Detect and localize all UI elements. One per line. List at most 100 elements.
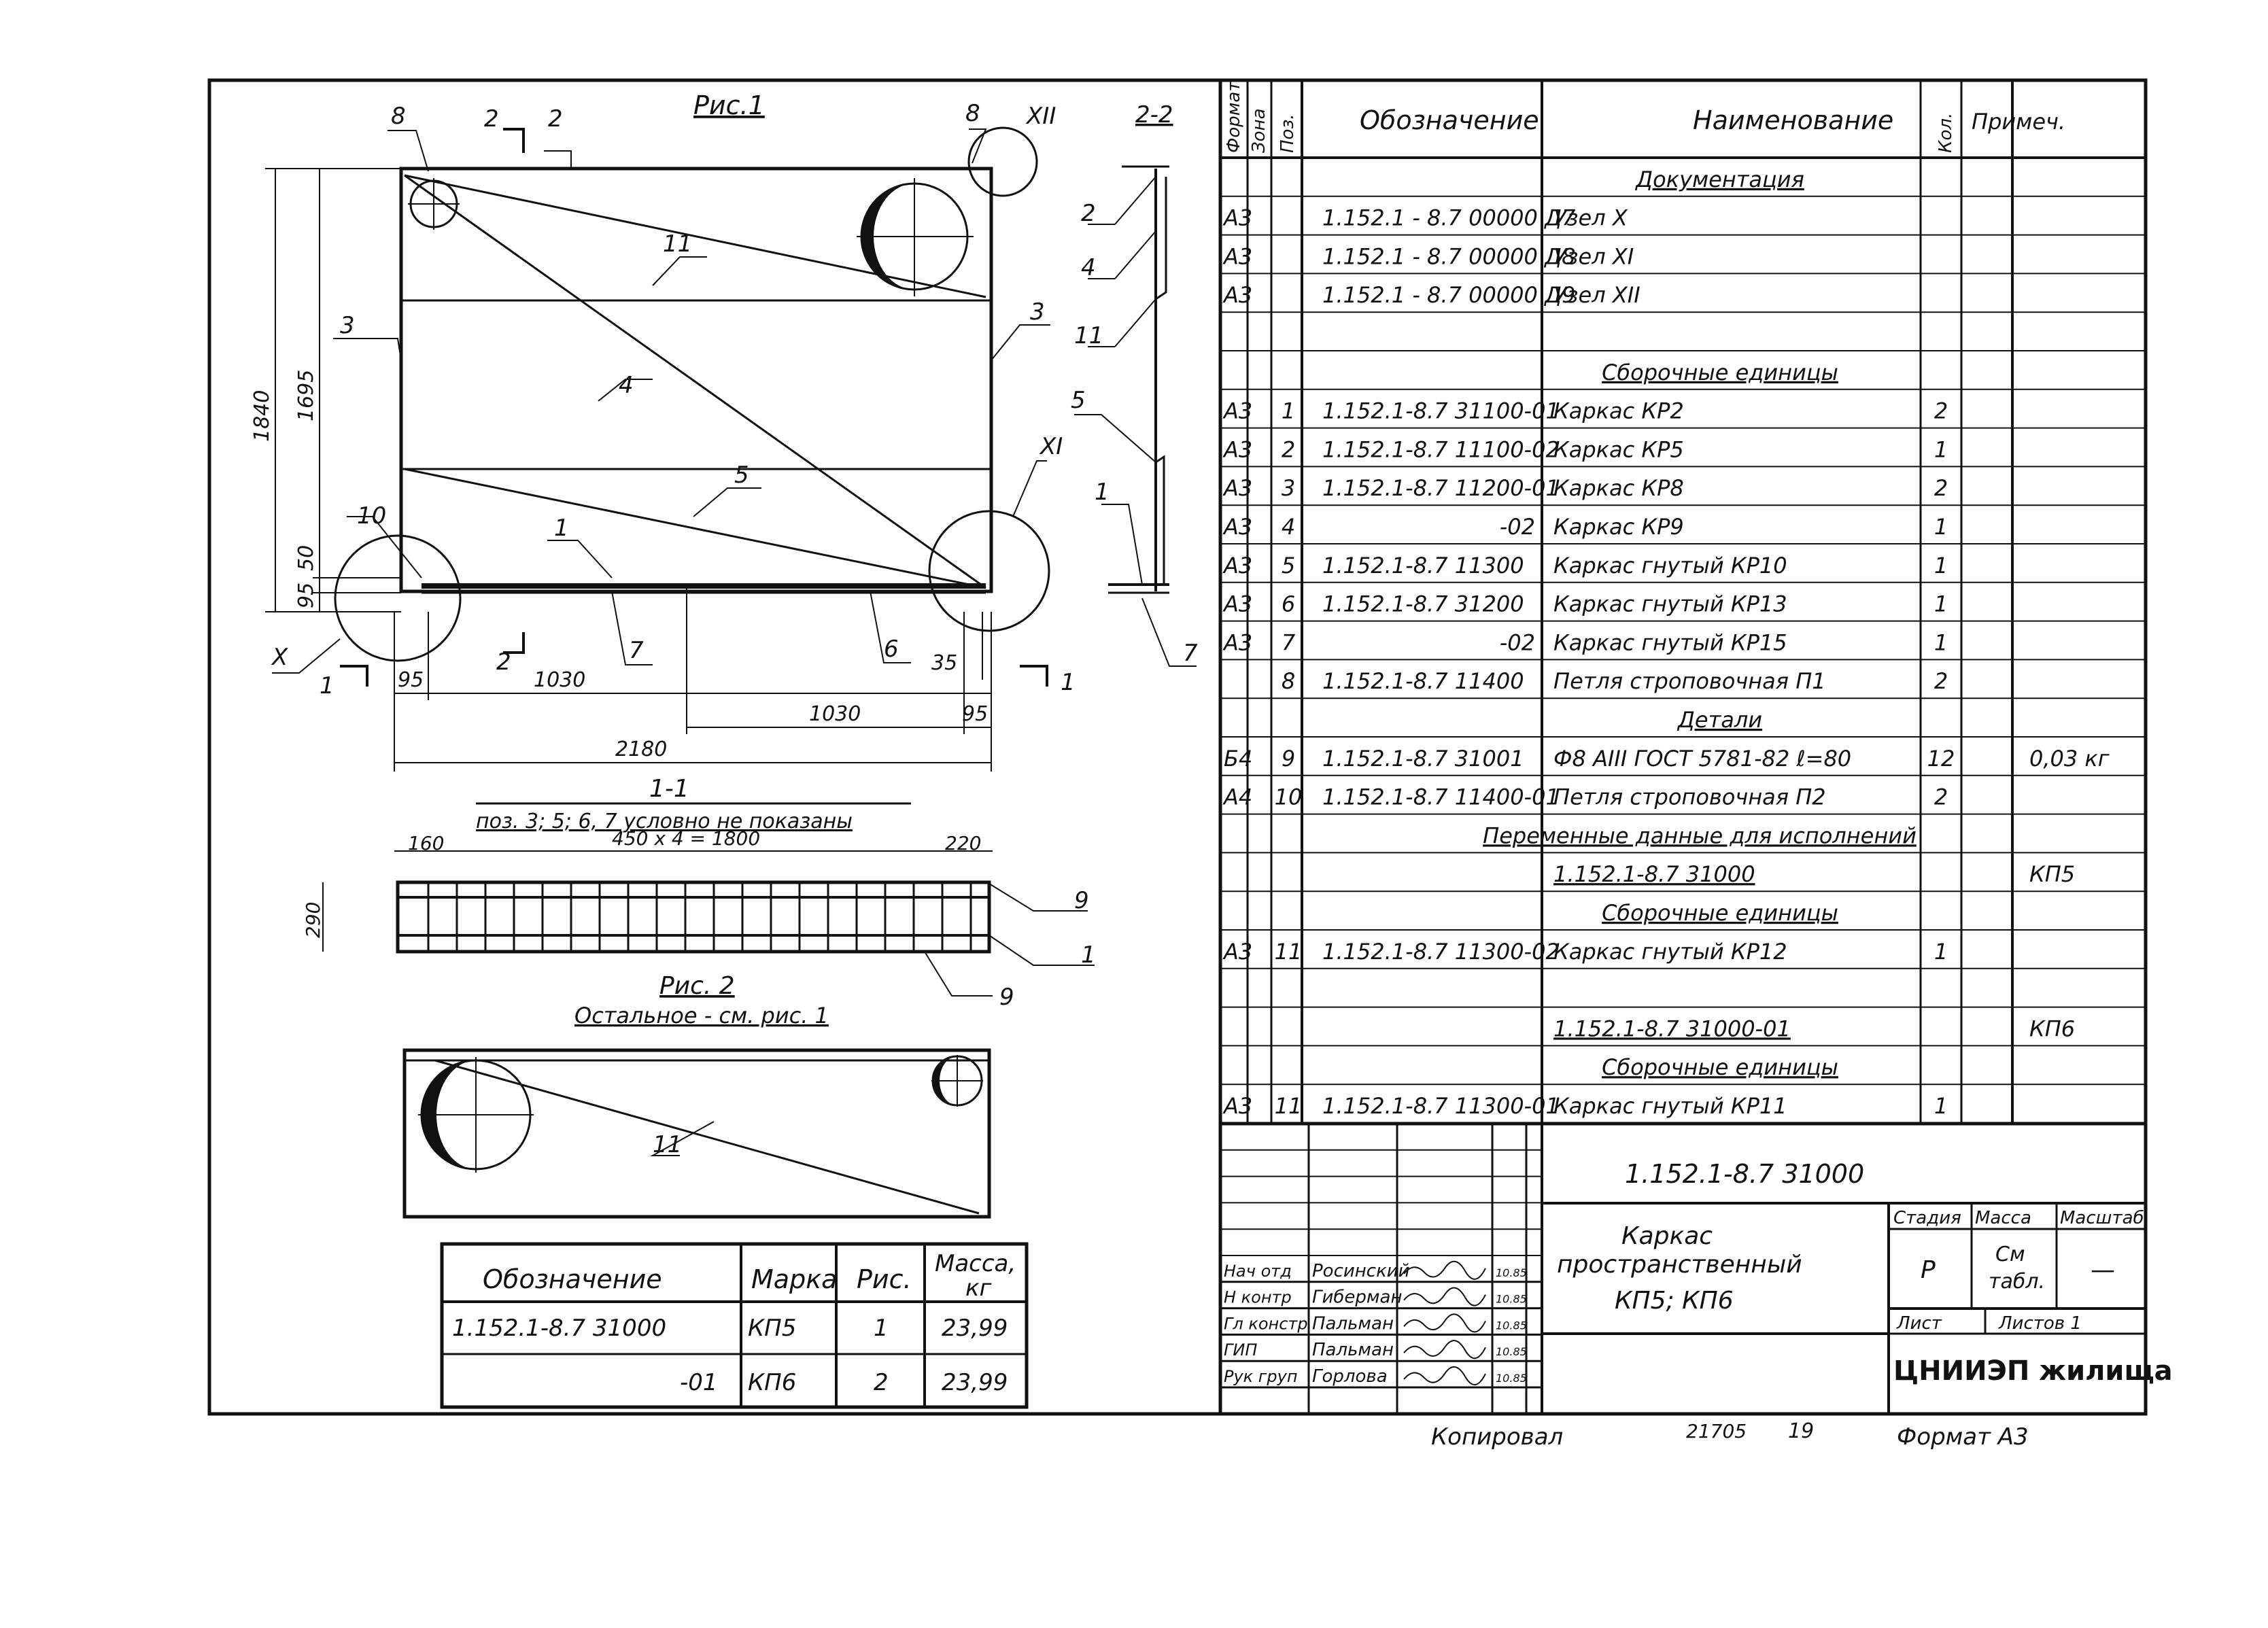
node-xii-circle	[967, 126, 1038, 197]
spec-format: А3	[1222, 205, 1252, 231]
spec-qty: 1	[1934, 1093, 1948, 1119]
spec-name: Каркас гнутый КР13	[1553, 591, 1787, 617]
spec-name: Каркас гнутый КР15	[1553, 629, 1787, 655]
copied-label: Копировал	[1431, 1423, 1563, 1451]
spec-name: Каркас гнутый КР10	[1553, 553, 1787, 578]
loop-large-shade	[861, 184, 914, 290]
spec-pos: 3	[1282, 475, 1295, 501]
tb-label: Лист	[1896, 1313, 1942, 1334]
pos-label: 11	[653, 1131, 682, 1158]
tb-label: Стадия	[1893, 1208, 1961, 1228]
pos-label: 2	[548, 105, 563, 133]
spec-section-heading: Сборочные единицы	[1602, 1054, 1838, 1080]
table-cell: 1	[874, 1315, 889, 1342]
pos-label: 2	[484, 105, 499, 133]
spec-format: А3	[1222, 591, 1252, 617]
spec-format: А3	[1222, 282, 1252, 308]
spec-designation: 1.152.1-8.7 11100-02	[1322, 436, 1560, 462]
spec-variant: 1.152.1-8.7 31000	[1553, 861, 1755, 887]
signer-date: 10.85	[1496, 1293, 1527, 1306]
spec-pos: 7	[1282, 629, 1296, 655]
spec-pos: 4	[1282, 514, 1295, 540]
spec-designation: 1.152.1-8.7 31200	[1322, 591, 1524, 617]
spec-qty: 1	[1934, 553, 1948, 578]
spec-format: А3	[1222, 398, 1252, 424]
spec-name: Каркас КР8	[1553, 475, 1684, 501]
spec-name: Узел XII	[1553, 282, 1640, 308]
spec-pos: 8	[1282, 668, 1295, 694]
cage-diagonal	[404, 174, 986, 298]
spec-pos: 5	[1282, 553, 1295, 578]
pos-label: 1	[1095, 479, 1110, 506]
footer-num: 21705	[1686, 1420, 1747, 1442]
spec-name: Каркас гнутый КР11	[1553, 1093, 1787, 1119]
spec-pos: 1	[1282, 398, 1295, 424]
table-cell: 23,99	[942, 1369, 1008, 1396]
spec-name: Петля строповочная П2	[1553, 784, 1826, 810]
spec-pos: 2	[1282, 436, 1295, 462]
col-header-zone: Зона	[1249, 108, 1269, 153]
org-name: ЦНИИЭП жилища	[1893, 1355, 2173, 1387]
signer-role: Н контр	[1224, 1288, 1292, 1307]
spec-note: КП5	[2029, 861, 2075, 887]
figure-1: Рис.1	[250, 90, 1076, 772]
spec-name: Каркас КР5	[1553, 436, 1684, 462]
table-cell: КП5	[748, 1315, 796, 1342]
signer-date: 10.85	[1496, 1266, 1527, 1279]
tb-label: Масштаб	[2060, 1208, 2144, 1228]
spec-format: А4	[1222, 784, 1252, 810]
cage-diagonal	[404, 174, 986, 589]
pos-label: 7	[629, 637, 644, 664]
spec-designation: -02	[1500, 514, 1535, 540]
pos-label: 6	[884, 636, 899, 663]
fig2-note: Остальное - см. рис. 1	[574, 1003, 829, 1028]
dim-text: 50	[294, 545, 318, 571]
spec-variant: 1.152.1-8.7 31000-01	[1553, 1016, 1791, 1041]
pos-label: 4	[619, 372, 634, 399]
signer-name: Росинский	[1312, 1261, 1410, 1281]
pos-label: 1	[554, 515, 569, 542]
tb-label: Масса	[1975, 1208, 2031, 1228]
spec-pos: 6	[1282, 591, 1295, 617]
spec-designation: 1.152.1 - 8.7 00000 Д7	[1322, 205, 1576, 231]
spec-format: А3	[1222, 514, 1252, 540]
col-header-format: Формат	[1224, 81, 1244, 153]
section-cut-label: 1	[1061, 669, 1076, 696]
spec-format: А3	[1222, 436, 1252, 462]
dim-text: 95	[398, 668, 424, 692]
col-header-qty: Кол.	[1936, 113, 1956, 153]
spec-format: А3	[1222, 475, 1252, 501]
spec-designation: 1.152.1-8.7 31100-01	[1322, 398, 1560, 424]
pos-label: 5	[1071, 387, 1086, 414]
pos-label: 10	[357, 502, 386, 530]
fig2-title: Рис. 2	[659, 972, 735, 1000]
table-header: Обозначение	[483, 1264, 662, 1294]
table-header: Марка	[751, 1264, 837, 1294]
node-label: XI	[1039, 433, 1063, 460]
tb-value: —	[2091, 1256, 2115, 1284]
section-11-note: поз. 3; 5; 6, 7 условно не показаны	[476, 810, 853, 833]
dim-text: 1840	[250, 390, 274, 442]
spec-qty: 12	[1927, 746, 1955, 772]
spec-qty: 1	[1934, 514, 1948, 540]
format-label: Формат А3	[1897, 1423, 2029, 1451]
spec-section-heading: Детали	[1677, 707, 1762, 733]
pos-label: 8	[391, 103, 406, 130]
signature	[1403, 1366, 1486, 1385]
signer-role: Нач отд	[1224, 1262, 1292, 1281]
table-cell: -01	[680, 1369, 718, 1396]
footer: Копировал 21705 19 Формат А3	[1431, 1419, 2029, 1451]
signature	[1403, 1260, 1486, 1280]
col-header-pos: Поз.	[1277, 114, 1298, 153]
table-cell: 1.152.1-8.7 31000	[452, 1315, 666, 1342]
signer-name: Пальман	[1312, 1313, 1394, 1334]
pos-label: 9	[999, 984, 1014, 1011]
pos-label: 4	[1081, 254, 1096, 281]
signer-name: Пальман	[1312, 1340, 1394, 1360]
section-11-title: 1-1	[649, 775, 689, 803]
pos-label: 3	[340, 312, 355, 339]
spec-section-heading: Сборочные единицы	[1602, 900, 1838, 926]
dim-text: 450 x 4 = 1800	[612, 827, 760, 850]
pos-label: 7	[1183, 640, 1198, 667]
